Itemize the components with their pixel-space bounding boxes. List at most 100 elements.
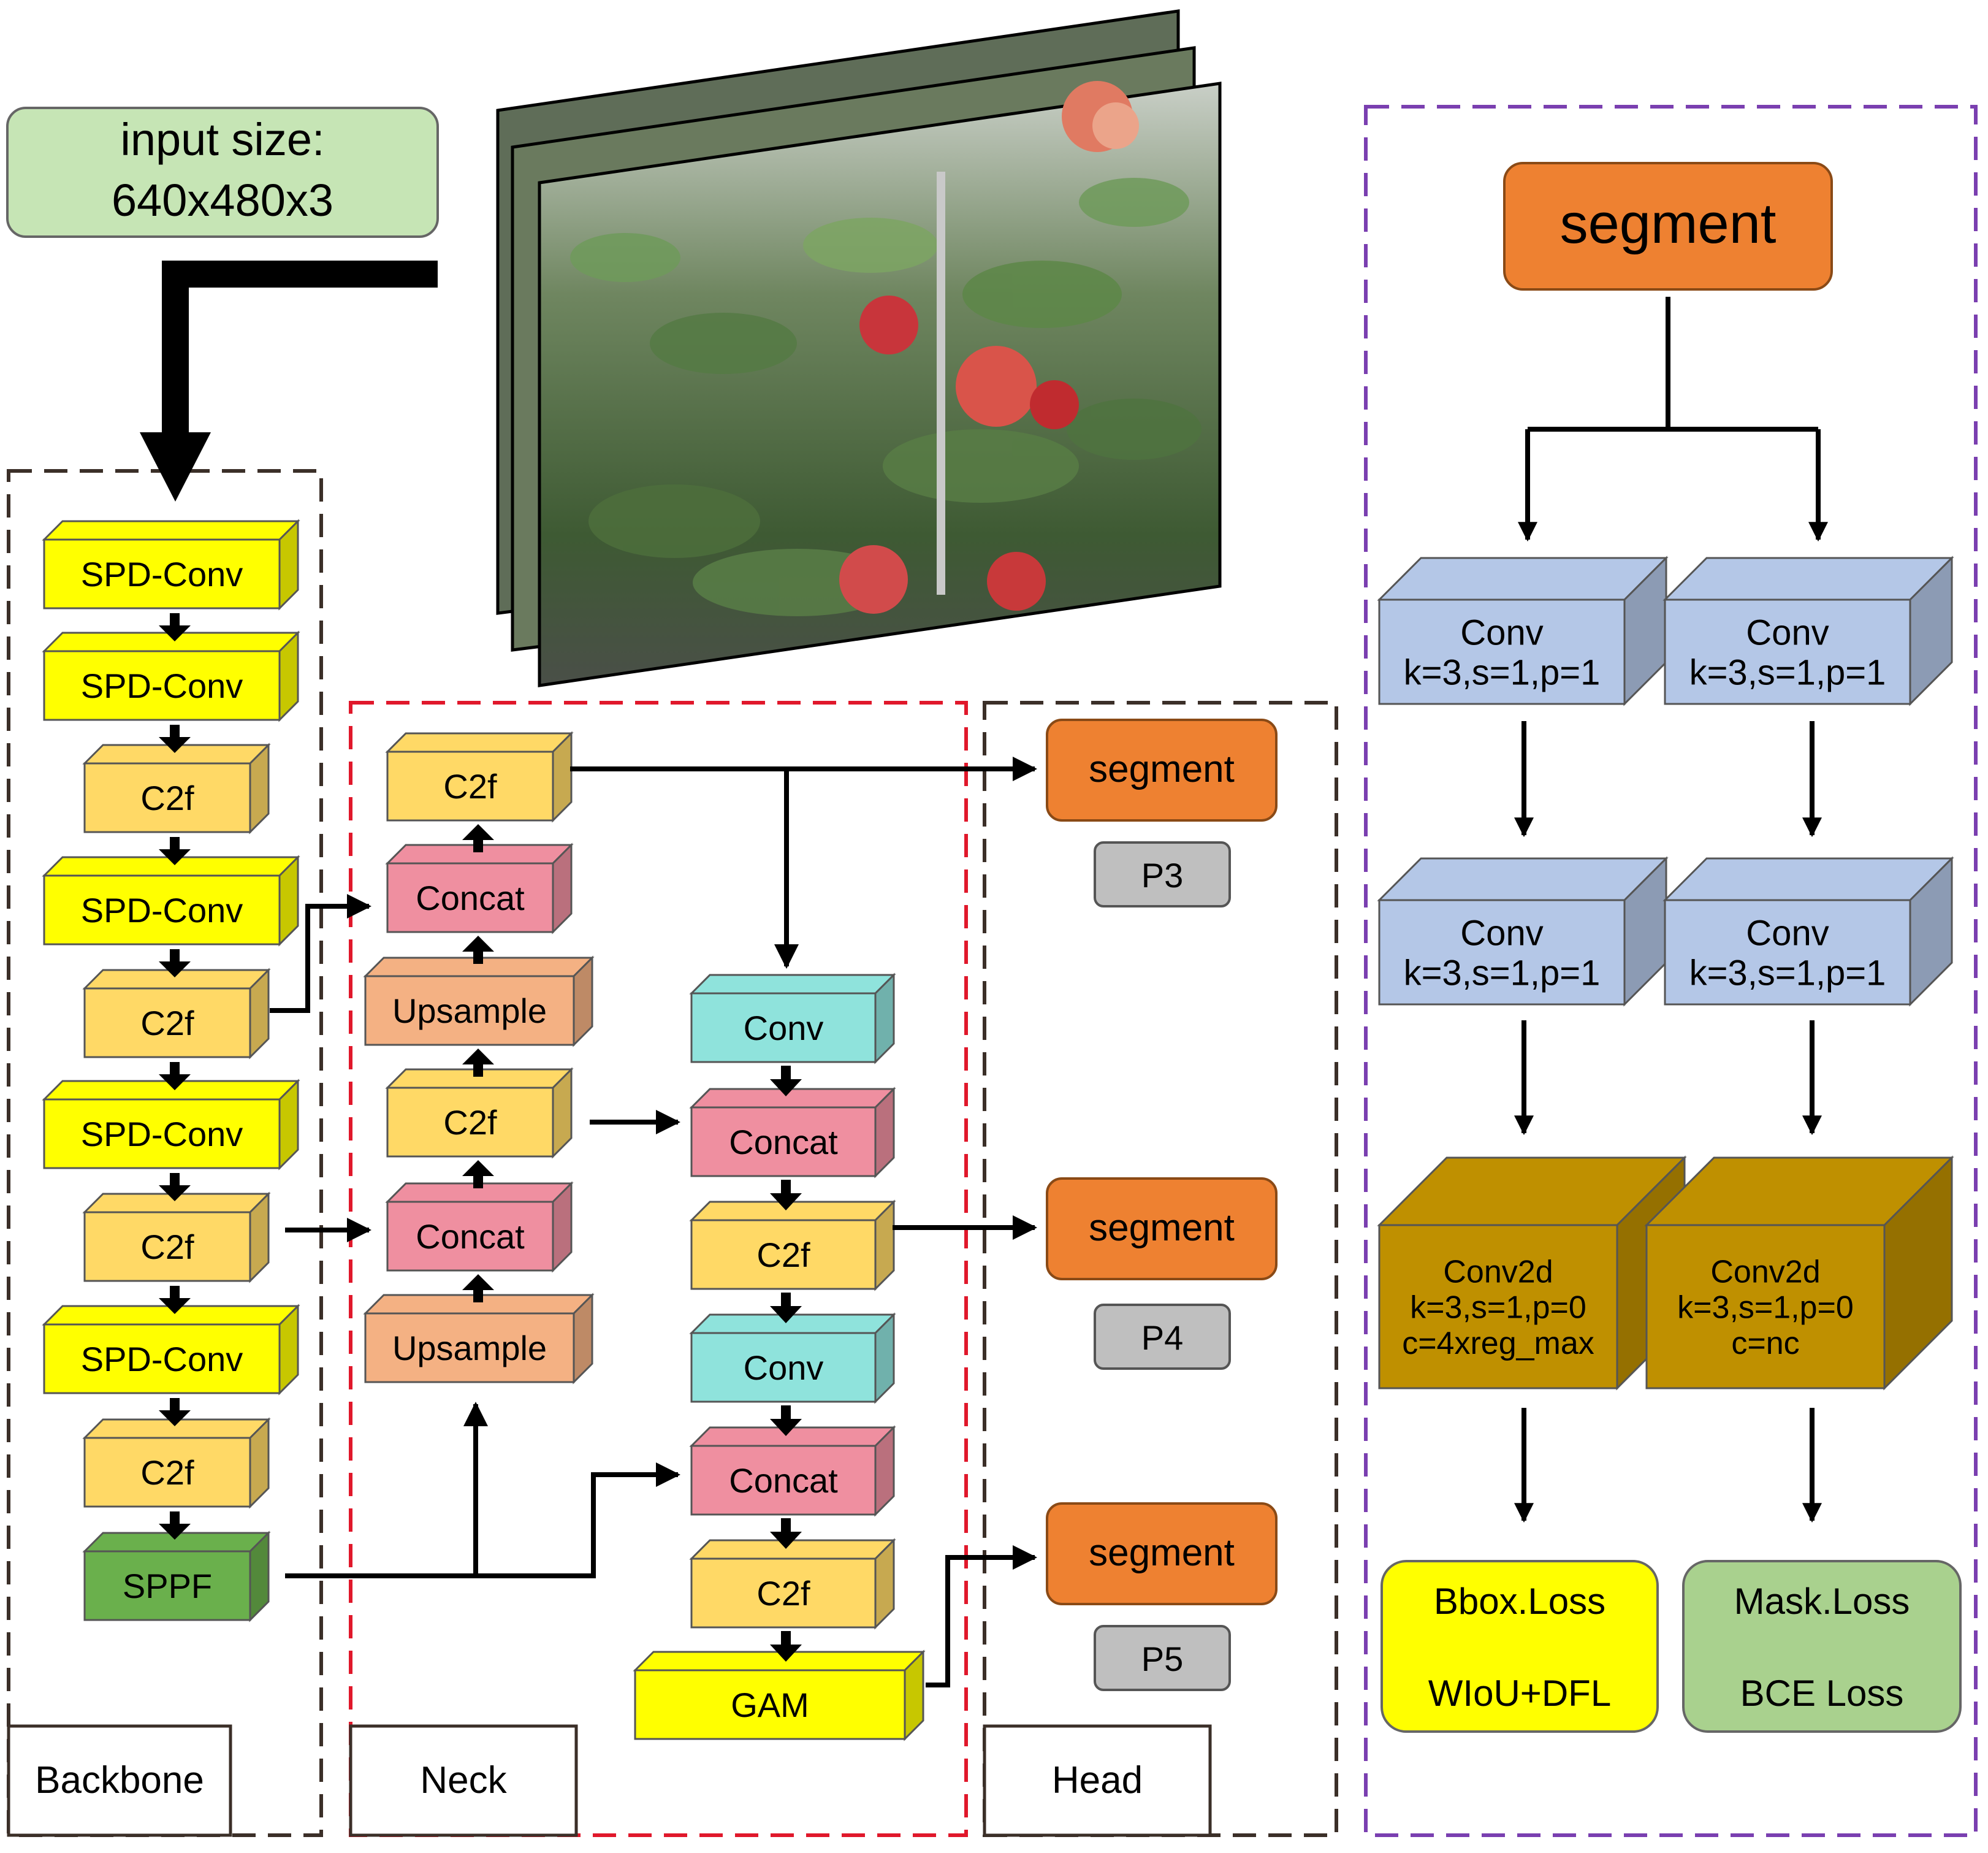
neck-right-c2f-5: C2f <box>689 1538 896 1630</box>
detail-conv-3-label: k=3,s=1,p=1 <box>1689 953 1886 993</box>
detail-segment-box <box>1503 162 1833 291</box>
segment-p5-box <box>1046 1502 1278 1605</box>
backbone-spd-conv-0: SPD-Conv <box>42 519 300 611</box>
input-image-stack <box>496 9 1222 687</box>
detail-blocks: Convk=3,s=1,p=1Convk=3,s=1,p=1Convk=3,s=… <box>1377 556 1954 1391</box>
neck-right-concat-1: Concat <box>689 1087 896 1179</box>
detail-conv2d-bbox-label: Conv2d <box>1443 1254 1553 1289</box>
neck-upsample-2-label: Upsample <box>392 991 547 1030</box>
neck-upsample-2: Upsample <box>363 955 595 1047</box>
input-size-label: input size: <box>120 114 324 165</box>
neck-c2f-3-label: C2f <box>443 1103 497 1142</box>
neck-right-conv-0: Conv <box>689 972 896 1064</box>
bbox-loss-title: Bbox.Loss <box>1434 1581 1605 1622</box>
detail-conv-1-label: k=3,s=1,p=1 <box>1689 652 1886 692</box>
backbone-blocks: SPD-ConvSPD-ConvC2fSPD-ConvC2fSPD-ConvC2… <box>42 519 300 1622</box>
backbone-spd-conv-7-label: SPD-Conv <box>81 1340 243 1378</box>
neck-c2f-0: C2f <box>385 731 574 823</box>
neck-right-c2f-5-label: C2f <box>756 1574 810 1613</box>
down-arrow <box>159 1074 191 1090</box>
up-arrow <box>462 936 494 952</box>
backbone-spd-conv-7: SPD-Conv <box>42 1304 300 1396</box>
detail-conv-0-label: Conv <box>1460 613 1543 652</box>
down-arrow <box>159 1410 191 1426</box>
neck-c2f-3: C2f <box>385 1067 574 1159</box>
mask-loss-title: Mask.Loss <box>1734 1581 1910 1622</box>
backbone-spd-conv-0-label: SPD-Conv <box>81 555 243 594</box>
down-arrow <box>159 1524 191 1540</box>
input-size-box <box>6 107 439 238</box>
neck-concat-4: Concat <box>385 1181 574 1273</box>
neck-right-concat-4: Concat <box>689 1425 896 1517</box>
backbone-c2f-4-label: C2f <box>140 1004 194 1042</box>
down-arrow <box>770 1645 802 1662</box>
down-arrow <box>770 1419 802 1436</box>
neck-c2f-0-label: C2f <box>443 767 497 806</box>
backbone-sppf-9-label: SPPF <box>123 1567 212 1605</box>
backbone-label: Backbone <box>35 1759 204 1801</box>
neck-blocks: C2fConcatUpsampleC2fConcatUpsampleConvCo… <box>363 731 926 1741</box>
up-arrow <box>462 1049 494 1064</box>
down-arrow <box>770 1193 802 1210</box>
backbone-spd-conv-5: SPD-Conv <box>42 1079 300 1171</box>
neck-upsample-5: Upsample <box>363 1293 595 1385</box>
detail-conv2d-bbox-label: k=3,s=1,p=0 <box>1410 1290 1586 1326</box>
backbone-c2f-8: C2f <box>82 1417 271 1509</box>
neck-concat-1-label: Concat <box>416 879 525 917</box>
head-label-box <box>983 1724 1212 1837</box>
p5-label: P5 <box>1141 1640 1184 1678</box>
detail-conv-2-label: k=3,s=1,p=1 <box>1404 953 1601 993</box>
neck-concat-4-label: Concat <box>416 1217 525 1256</box>
mask-loss-value: BCE Loss <box>1740 1673 1904 1714</box>
p3-box <box>1094 841 1231 907</box>
p3-label: P3 <box>1141 856 1184 895</box>
bbox-loss-value: WIoU+DFL <box>1428 1673 1611 1714</box>
down-arrow <box>770 1079 802 1096</box>
mask-loss: Mask.Loss BCE Loss <box>1682 1560 1962 1733</box>
neck-right-concat-1-label: Concat <box>729 1123 838 1161</box>
detail-conv-0-label: k=3,s=1,p=1 <box>1404 652 1601 692</box>
detail-conv2d-bbox-label: c=4xreg_max <box>1402 1326 1594 1361</box>
backbone-c2f-8-label: C2f <box>140 1453 194 1492</box>
segment-p4-label: segment <box>1089 1207 1235 1249</box>
detail-segment-label: segment <box>1560 193 1777 255</box>
head-label: Head <box>1052 1759 1143 1801</box>
neck-right-conv-3-label: Conv <box>744 1348 824 1387</box>
backbone-c2f-2: C2f <box>82 743 271 835</box>
neck-arrows <box>462 824 802 1662</box>
head-p4: segment P4 <box>1046 1177 1278 1370</box>
segment-p3-box <box>1046 719 1278 822</box>
neck-upsample-5-label: Upsample <box>392 1329 547 1367</box>
neck-right-gam-6-label: GAM <box>731 1686 809 1724</box>
up-arrow <box>462 824 494 840</box>
backbone-spd-conv-3: SPD-Conv <box>42 855 300 947</box>
connections <box>270 757 1037 1687</box>
detail-conv2d-cls-label: c=nc <box>1731 1326 1799 1361</box>
segment-p5-label: segment <box>1089 1532 1235 1574</box>
segment-p4-box <box>1046 1177 1278 1280</box>
down-arrow <box>159 625 191 641</box>
head-p3: segment P3 <box>1046 719 1278 907</box>
neck-right-conv-0-label: Conv <box>744 1009 824 1047</box>
neck-frame <box>349 701 968 1837</box>
foliage <box>570 178 1202 616</box>
down-arrow <box>770 1306 802 1323</box>
detail-conv2d-cls-label: k=3,s=1,p=0 <box>1677 1290 1854 1326</box>
neck-right-gam-6: GAM <box>633 1649 926 1741</box>
apples <box>839 81 1139 614</box>
down-arrow <box>159 1185 191 1201</box>
mask-loss-box <box>1682 1560 1962 1733</box>
detail-arrows <box>1514 297 1828 1523</box>
neck-label: Neck <box>420 1759 507 1801</box>
backbone-spd-conv-1: SPD-Conv <box>42 630 300 722</box>
up-arrow <box>462 1274 494 1290</box>
neck-right-concat-4-label: Concat <box>729 1461 838 1500</box>
detail-conv-1-label: Conv <box>1746 613 1829 652</box>
segment-detail-frame <box>1364 105 1978 1837</box>
